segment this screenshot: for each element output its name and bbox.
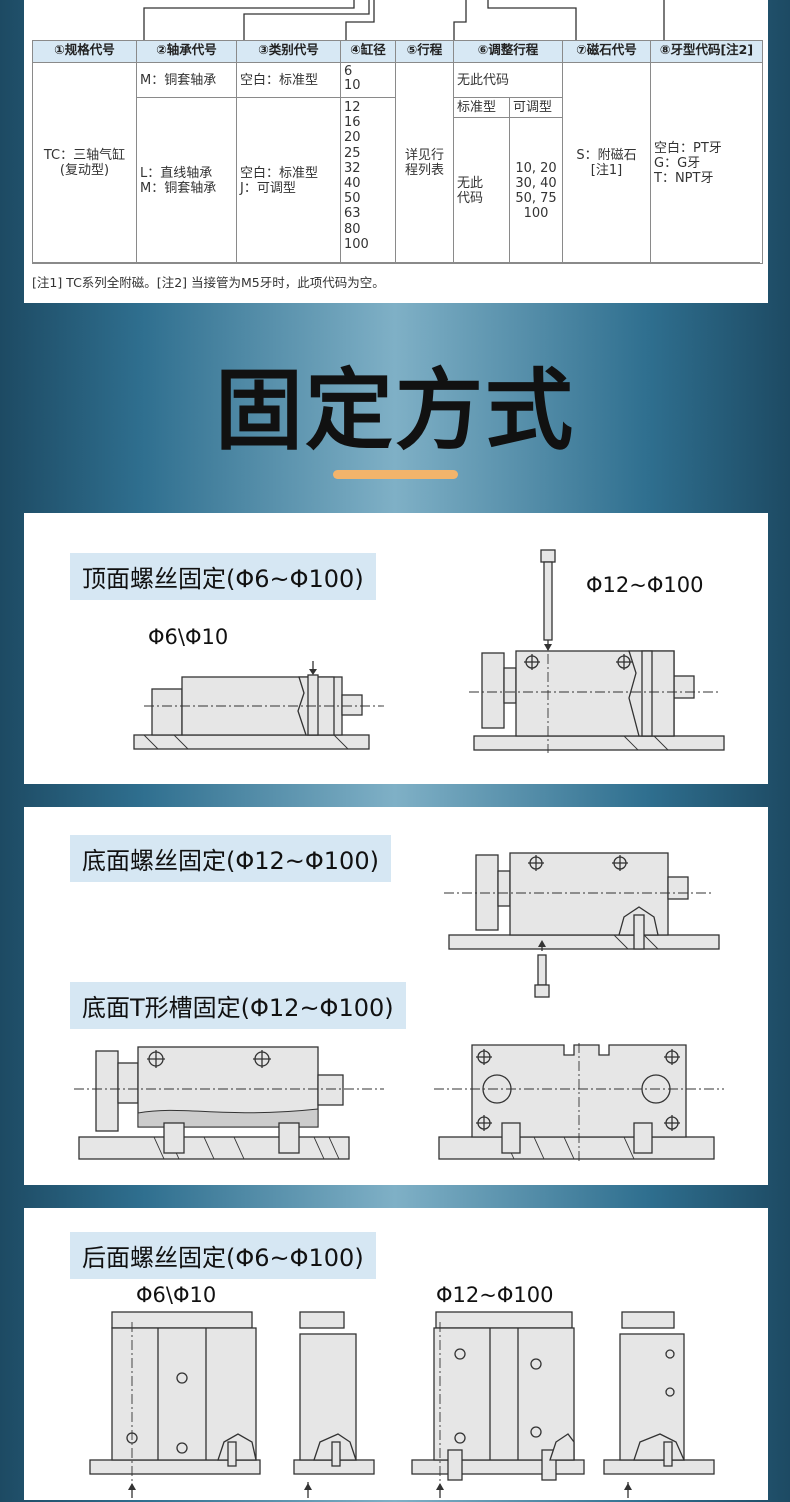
cell-stroke: 详见行 程列表 xyxy=(395,62,454,264)
rear-mount-large-front xyxy=(411,1311,585,1498)
cell-bore-row2: 12 16 20 25 32 40 50 63 80 100 xyxy=(340,97,396,264)
mount-bottom-panel: 底面螺丝固定(Φ12~Φ100) 底面T形槽固定(Φ12~Φ100) xyxy=(24,807,768,1185)
tslot-front-drawing xyxy=(434,1043,724,1163)
mount-rear-label-small: Φ6\Φ10 xyxy=(136,1283,217,1307)
top-mount-large-drawing xyxy=(469,549,725,753)
mount-rear-panel: 后面螺丝固定(Φ6~Φ100) Φ6\Φ10 Φ12~Φ100 xyxy=(24,1208,768,1500)
rear-mount-small-front xyxy=(89,1311,261,1498)
header-type-code: ③类别代号 xyxy=(236,40,341,63)
cell-adjust-sub-adjustable: 可调型 xyxy=(509,97,563,118)
mount-rear-label-large: Φ12~Φ100 xyxy=(436,1283,554,1307)
header-magnet-code: ⑦磁石代号 xyxy=(562,40,651,63)
cell-type-row2: 空白：标准型 J：可调型 xyxy=(236,97,341,264)
mount-top-label-small: Φ6\Φ10 xyxy=(148,625,229,649)
mount-tslot-tag: 底面T形槽固定(Φ12~Φ100) xyxy=(70,982,406,1029)
header-bearing-code: ②轴承代号 xyxy=(136,40,237,63)
cell-adjust-standard: 无此 代码 xyxy=(453,117,510,264)
tslot-side-drawing xyxy=(74,1046,384,1160)
spec-table-panel: ①规格代号 ②轴承代号 ③类别代号 ④缸径 ⑤行程 ⑥调整行程 ⑦磁石代号 ⑧牙… xyxy=(24,0,768,303)
note-divider xyxy=(32,262,760,263)
cell-bearing-row2: L：直线轴承 M：铜套轴承 xyxy=(136,97,237,264)
header-stroke: ⑤行程 xyxy=(395,40,454,63)
spec-table: ①规格代号 ②轴承代号 ③类别代号 ④缸径 ⑤行程 ⑥调整行程 ⑦磁石代号 ⑧牙… xyxy=(32,40,763,264)
rear-mount-large-side xyxy=(603,1311,715,1498)
cell-bore-row1: 6 10 xyxy=(340,62,396,98)
mount-top-tag: 顶面螺丝固定(Φ6~Φ100) xyxy=(70,553,376,600)
header-thread-code: ⑧牙型代码[注2] xyxy=(650,40,763,63)
cell-thread: 空白：PT牙 G：G牙 T：NPT牙 xyxy=(650,62,763,264)
bottom-mount-drawing xyxy=(444,852,720,998)
cell-model: TC：三轴气缸 (复动型) xyxy=(32,62,137,264)
table-note: [注1] TC系列全附磁。[注2] 当接管为M5牙时，此项代码为空。 xyxy=(32,275,385,290)
header-spec-code: ①规格代号 xyxy=(32,40,137,63)
cell-adjust-row1: 无此代码 xyxy=(453,62,563,98)
mount-top-panel: 顶面螺丝固定(Φ6~Φ100) Φ6\Φ10 Φ12~Φ100 xyxy=(24,513,768,784)
mount-rear-tag: 后面螺丝固定(Φ6~Φ100) xyxy=(70,1232,376,1279)
cell-adjust-adjustable: 10, 20 30, 40 50, 75 100 xyxy=(509,117,563,264)
cell-type-row1: 空白：标准型 xyxy=(236,62,341,98)
cell-adjust-sub-standard: 标准型 xyxy=(453,97,510,118)
cell-magnet: S：附磁石 [注1] xyxy=(562,62,651,264)
header-bore: ④缸径 xyxy=(340,40,396,63)
mount-bottom-tag: 底面螺丝固定(Φ12~Φ100) xyxy=(70,835,391,882)
header-adjust-stroke: ⑥调整行程 xyxy=(453,40,563,63)
cell-bearing-row1: M：铜套轴承 xyxy=(136,62,237,98)
heading-accent-bar xyxy=(333,470,458,479)
rear-mount-small-side xyxy=(293,1311,375,1498)
section-heading: 固定方式 xyxy=(214,359,575,462)
top-mount-small-drawing xyxy=(133,661,384,750)
leader-lines xyxy=(143,0,665,40)
mount-top-label-large: Φ12~Φ100 xyxy=(586,573,704,597)
